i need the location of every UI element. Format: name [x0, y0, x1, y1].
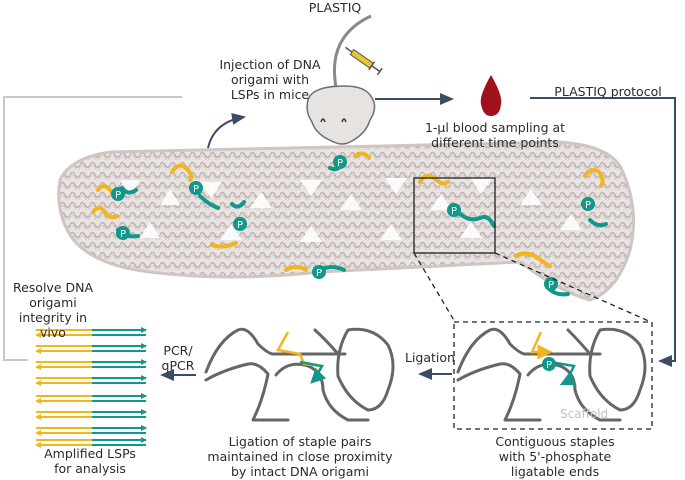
- svg-text:P: P: [585, 200, 591, 211]
- protocol-connector: [530, 97, 676, 367]
- blood-drop-icon: [480, 75, 502, 116]
- svg-text:P: P: [237, 220, 243, 231]
- amplified-lsp-pairs: [35, 327, 147, 448]
- arrowhead-right-icon: [141, 327, 147, 333]
- arrowhead-right-icon: [141, 343, 147, 349]
- mouse-icon: [306, 14, 376, 145]
- phosphate-badge-inset: P: [542, 357, 556, 371]
- zoom-region-box: [413, 177, 496, 254]
- dna-origami-structure: [57, 140, 636, 302]
- svg-text:P: P: [316, 268, 322, 279]
- svg-text:P: P: [451, 206, 457, 217]
- arrowhead-left-icon: [35, 348, 41, 354]
- phosphate-badge: P: [333, 155, 347, 169]
- zoom-guide-right: [494, 252, 652, 323]
- svg-text:P: P: [337, 158, 343, 169]
- arrowhead-left-icon: [35, 332, 41, 338]
- blood-sampling-label: 1-µl blood sampling at different time po…: [424, 120, 566, 150]
- yellow-staple-inset: [530, 331, 553, 360]
- svg-text:P: P: [120, 229, 126, 240]
- scaffold-inset-right: [456, 327, 647, 422]
- phosphate-badge: P: [189, 181, 203, 195]
- feedback-loop-frame: [3, 96, 182, 361]
- svg-text:P: P: [548, 280, 554, 291]
- lsp-pair: [35, 327, 147, 338]
- lsp-pair: [35, 409, 147, 420]
- contiguous-staples-label: Contiguous staples with 5'-phosphate lig…: [495, 434, 615, 479]
- ligated-staple-teal: [299, 360, 327, 384]
- arrowhead-left-icon: [35, 430, 41, 436]
- figure-title: PLASTIQ: [308, 0, 362, 15]
- ligation-arrow-label: Ligation: [405, 350, 455, 365]
- lsp-pair: [35, 359, 147, 370]
- scaffold-ligated: [204, 327, 395, 422]
- injection-label: Injection of DNA origami with LSPs in mi…: [219, 57, 321, 102]
- arrowhead-right-icon: [141, 359, 147, 365]
- phosphate-badge: P: [544, 277, 558, 291]
- zoom-guide-left: [413, 252, 456, 323]
- lsp-pair: [35, 375, 147, 386]
- phosphate-badges: P P P P P P P P P: [111, 155, 595, 291]
- lsp-pair: [35, 425, 147, 436]
- arrowhead-left-icon: [35, 364, 41, 370]
- arrowhead-left-icon: [35, 380, 41, 386]
- phosphate-badge: P: [111, 187, 125, 201]
- ligated-staple: [276, 331, 325, 381]
- lsp-pair: [35, 393, 147, 404]
- svg-text:P: P: [115, 190, 121, 201]
- amplified-label: Amplified LSPs for analysis: [44, 446, 136, 476]
- lsp-pair: [35, 343, 147, 354]
- scaffold-label: Scaffold: [560, 407, 608, 421]
- arrowhead-right-icon: [141, 409, 147, 415]
- protocol-label: PLASTIQ protocol: [554, 84, 662, 99]
- arrowhead-right-icon: [141, 375, 147, 381]
- phosphate-badge: P: [447, 203, 461, 217]
- svg-text:P: P: [193, 184, 199, 195]
- phosphate-badge: P: [312, 265, 326, 279]
- phosphate-badge: P: [581, 197, 595, 211]
- ligation-label: Ligation of staple pairs maintained in c…: [207, 434, 393, 479]
- pcr-label: PCR/ qPCR: [161, 343, 195, 373]
- inset-box: [453, 321, 653, 430]
- arrowhead-right-icon: [141, 393, 147, 399]
- svg-text:P: P: [546, 360, 552, 371]
- phosphate-badge: P: [116, 226, 130, 240]
- phosphate-badge: P: [233, 217, 247, 231]
- arrowhead-right-icon: [141, 425, 147, 431]
- teal-staple-inset: [549, 360, 577, 386]
- arrowhead-right-icon: [141, 437, 147, 443]
- lsp-pair: [35, 437, 147, 448]
- arrowhead-left-icon: [35, 398, 41, 404]
- syringe-icon: [345, 46, 383, 76]
- resolve-label: Resolve DNA origami integrity in vivo: [12, 280, 94, 340]
- arrowhead-left-icon: [35, 442, 41, 448]
- arrowhead-left-icon: [35, 414, 41, 420]
- injection-arrow: [207, 113, 246, 149]
